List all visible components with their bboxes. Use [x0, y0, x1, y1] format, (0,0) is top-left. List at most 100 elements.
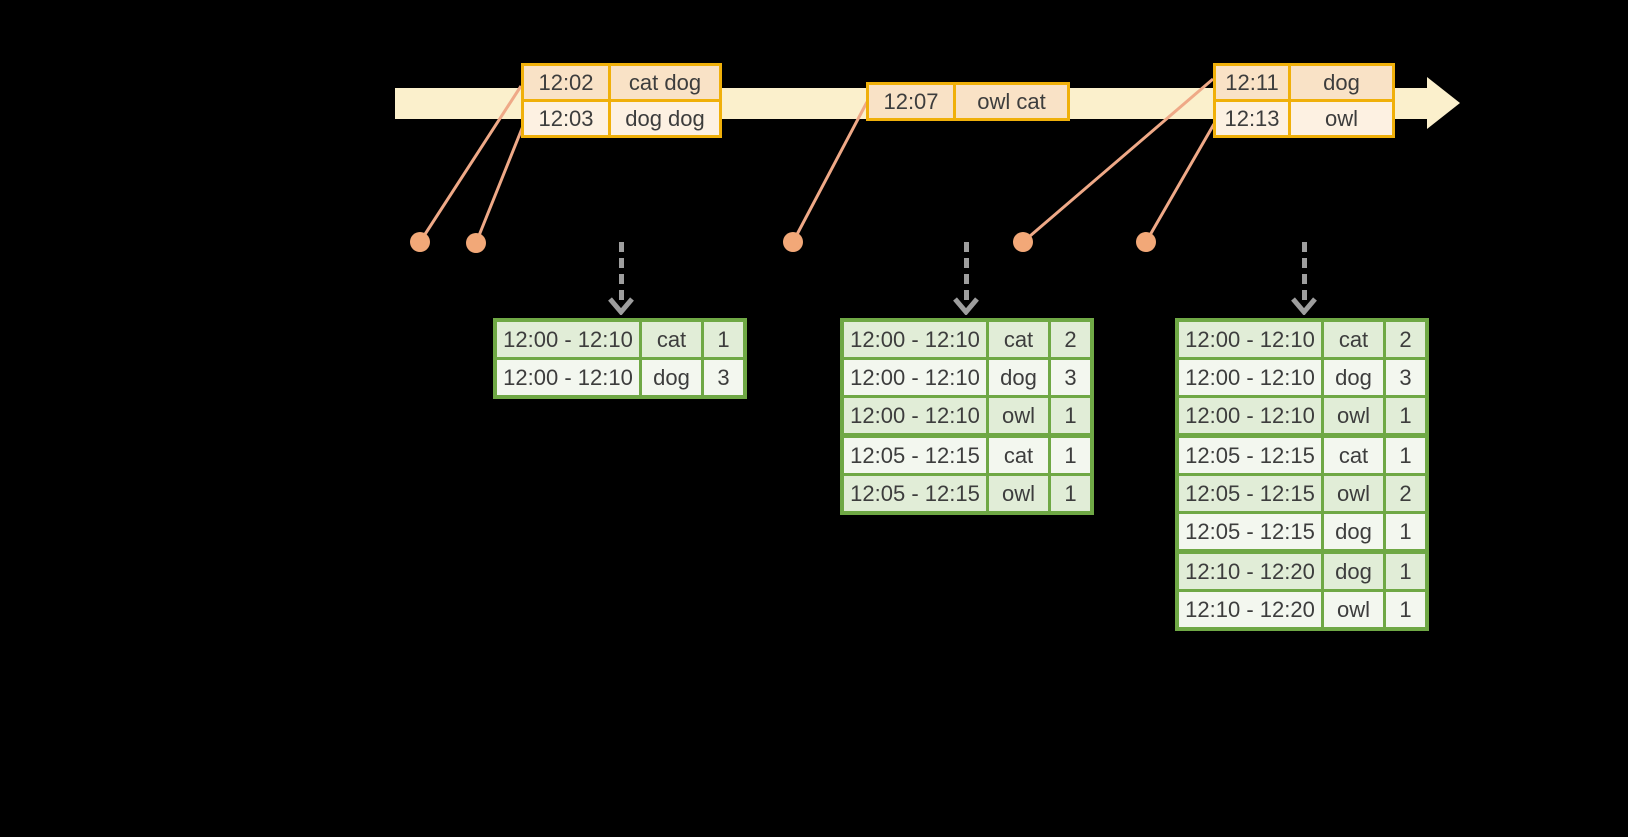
timeline-arrowhead-icon	[1427, 77, 1460, 129]
word-cell: owl	[1324, 592, 1383, 627]
word-cell: owl	[989, 398, 1048, 433]
connector-line	[1144, 123, 1216, 243]
event-dots	[410, 232, 1156, 253]
time-cell: 12:03	[524, 102, 608, 135]
trigger-arrow-3	[1290, 242, 1318, 315]
word-cell: cat	[1324, 322, 1383, 357]
word-cell: owl	[1324, 476, 1383, 511]
window-cell: 12:10 - 12:20	[1179, 592, 1321, 627]
event-dot	[466, 233, 486, 253]
time-cell: 12:11	[1216, 66, 1288, 99]
event-dot	[783, 232, 803, 252]
window-cell: 12:05 - 12:15	[1179, 438, 1321, 473]
time-cell: 12:07	[869, 85, 953, 118]
window-cell: 12:05 - 12:15	[844, 438, 986, 473]
count-cell: 2	[1051, 322, 1090, 357]
window-cell: 12:05 - 12:15	[1179, 514, 1321, 549]
dashed-shaft	[1301, 242, 1307, 300]
arrow-down-icon	[1291, 297, 1317, 315]
count-cell: 1	[1051, 438, 1090, 473]
window-cell: 12:00 - 12:10	[1179, 360, 1321, 395]
trigger-arrow-1	[607, 242, 635, 315]
arrow-down-icon	[953, 297, 979, 315]
count-cell: 1	[1051, 398, 1090, 433]
count-cell: 1	[1051, 476, 1090, 511]
word-cell: dog	[1324, 360, 1383, 395]
word-cell: dog	[1324, 554, 1383, 589]
words-cell: cat dog	[611, 66, 719, 99]
words-cell: owl	[1291, 102, 1392, 135]
window-cell: 12:00 - 12:10	[844, 322, 986, 357]
window-cell: 12:00 - 12:10	[844, 398, 986, 433]
word-cell: cat	[989, 438, 1048, 473]
window-cell: 12:00 - 12:10	[497, 360, 639, 395]
dashed-shaft	[963, 242, 969, 300]
word-cell: dog	[642, 360, 701, 395]
window-cell: 12:05 - 12:15	[1179, 476, 1321, 511]
dashed-shaft	[618, 242, 624, 300]
event-dot	[410, 232, 430, 252]
count-cell: 1	[1386, 438, 1425, 473]
count-cell: 1	[704, 322, 743, 357]
words-cell: owl cat	[956, 85, 1067, 118]
count-cell: 1	[1386, 592, 1425, 627]
word-cell: owl	[989, 476, 1048, 511]
count-cell: 3	[704, 360, 743, 395]
count-cell: 1	[1386, 514, 1425, 549]
word-cell: cat	[1324, 438, 1383, 473]
time-cell: 12:02	[524, 66, 608, 99]
count-cell: 3	[1051, 360, 1090, 395]
event-dot	[1136, 232, 1156, 252]
word-cell: cat	[989, 322, 1048, 357]
connector-line	[791, 101, 869, 243]
window-cell: 12:00 - 12:10	[1179, 398, 1321, 433]
window-cell: 12:00 - 12:10	[844, 360, 986, 395]
connector-line	[474, 125, 525, 244]
arrow-down-icon	[608, 297, 634, 315]
count-cell: 3	[1386, 360, 1425, 395]
words-cell: dog	[1291, 66, 1392, 99]
time-cell: 12:13	[1216, 102, 1288, 135]
words-cell: dog dog	[611, 102, 719, 135]
count-cell: 1	[1386, 398, 1425, 433]
event-dot	[1013, 232, 1033, 252]
count-cell: 2	[1386, 322, 1425, 357]
word-cell: dog	[989, 360, 1048, 395]
window-cell: 12:05 - 12:15	[844, 476, 986, 511]
window-cell: 12:00 - 12:10	[497, 322, 639, 357]
word-cell: cat	[642, 322, 701, 357]
count-cell: 1	[1386, 554, 1425, 589]
trigger-arrow-2	[952, 242, 980, 315]
window-cell: 12:00 - 12:10	[1179, 322, 1321, 357]
count-cell: 2	[1386, 476, 1425, 511]
window-cell: 12:10 - 12:20	[1179, 554, 1321, 589]
word-cell: dog	[1324, 514, 1383, 549]
word-cell: owl	[1324, 398, 1383, 433]
